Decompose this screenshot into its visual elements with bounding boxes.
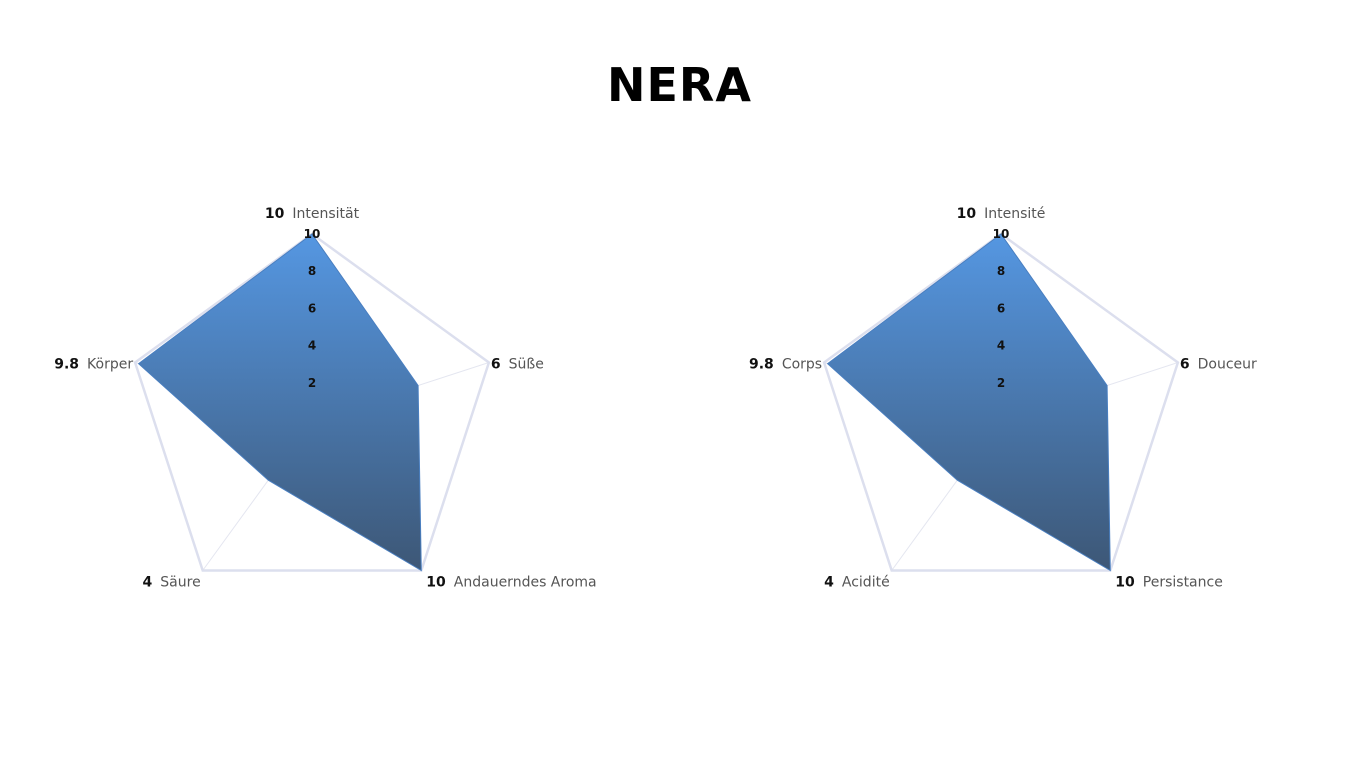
radar-tick-label: 4 xyxy=(997,339,1005,353)
radar-axis-label: 10 Intensité xyxy=(957,206,1046,222)
radar-axis-name: Douceur xyxy=(1198,357,1257,373)
radar-tick-label: 4 xyxy=(308,339,316,353)
radar-axis-value: 10 xyxy=(1115,575,1135,591)
radar-axis-name: Säure xyxy=(160,575,200,591)
radar-tick-label: 10 xyxy=(993,227,1010,241)
radar-axis-label: 10 Andauerndes Aroma xyxy=(426,575,596,591)
radar-axis-value: 10 xyxy=(265,206,285,222)
radar-axis-name: Süße xyxy=(509,357,544,373)
radar-axis-name: Acidité xyxy=(842,575,890,591)
radar-axis-label: 6 Douceur xyxy=(1180,357,1257,373)
radar-axis-name: Persistance xyxy=(1143,575,1223,591)
radar-tick-label: 2 xyxy=(308,376,316,390)
radar-axis-label: 10 Intensität xyxy=(265,206,360,222)
radar-axis-name: Intensität xyxy=(292,206,359,222)
radar-axis-label: 4 Säure xyxy=(143,575,201,591)
radar-grid-outline xyxy=(133,232,491,572)
radar-grid-outline xyxy=(822,232,1180,572)
radar-axis-value: 6 xyxy=(491,357,501,373)
radar-tick-label: 2 xyxy=(997,376,1005,390)
page-title: NERA xyxy=(607,58,752,112)
radar-axis-value: 10 xyxy=(426,575,446,591)
radar-data-area xyxy=(826,233,1111,572)
radar-axis-label: 4 Acidité xyxy=(824,575,890,591)
radar-axis-value: 4 xyxy=(143,575,153,591)
radar-axis-name: Andauerndes Aroma xyxy=(454,575,597,591)
radar-axis-value: 9.8 xyxy=(54,357,79,373)
radar-axis-name: Corps xyxy=(782,357,822,373)
radar-axis-name: Intensité xyxy=(984,206,1045,222)
radar-axis-value: 6 xyxy=(1180,357,1190,373)
radar-axis-label: 6 Süße xyxy=(491,357,544,373)
radar-axis-label: 9.8 Körper xyxy=(54,357,133,373)
radar-axis-label: 9.8 Corps xyxy=(749,357,822,373)
radar-axis-value: 9.8 xyxy=(749,357,774,373)
radar-tick-label: 8 xyxy=(308,264,316,278)
radar-tick-label: 6 xyxy=(308,301,316,315)
radar-axis-label: 10 Persistance xyxy=(1115,575,1223,591)
radar-tick-label: 10 xyxy=(304,227,321,241)
radar-tick-label: 8 xyxy=(997,264,1005,278)
radar-tick-label: 6 xyxy=(997,301,1005,315)
radar-axis-value: 10 xyxy=(957,206,977,222)
radar-axis-name: Körper xyxy=(87,357,133,373)
radar-data-area xyxy=(137,233,422,572)
radar-axis-value: 4 xyxy=(824,575,834,591)
